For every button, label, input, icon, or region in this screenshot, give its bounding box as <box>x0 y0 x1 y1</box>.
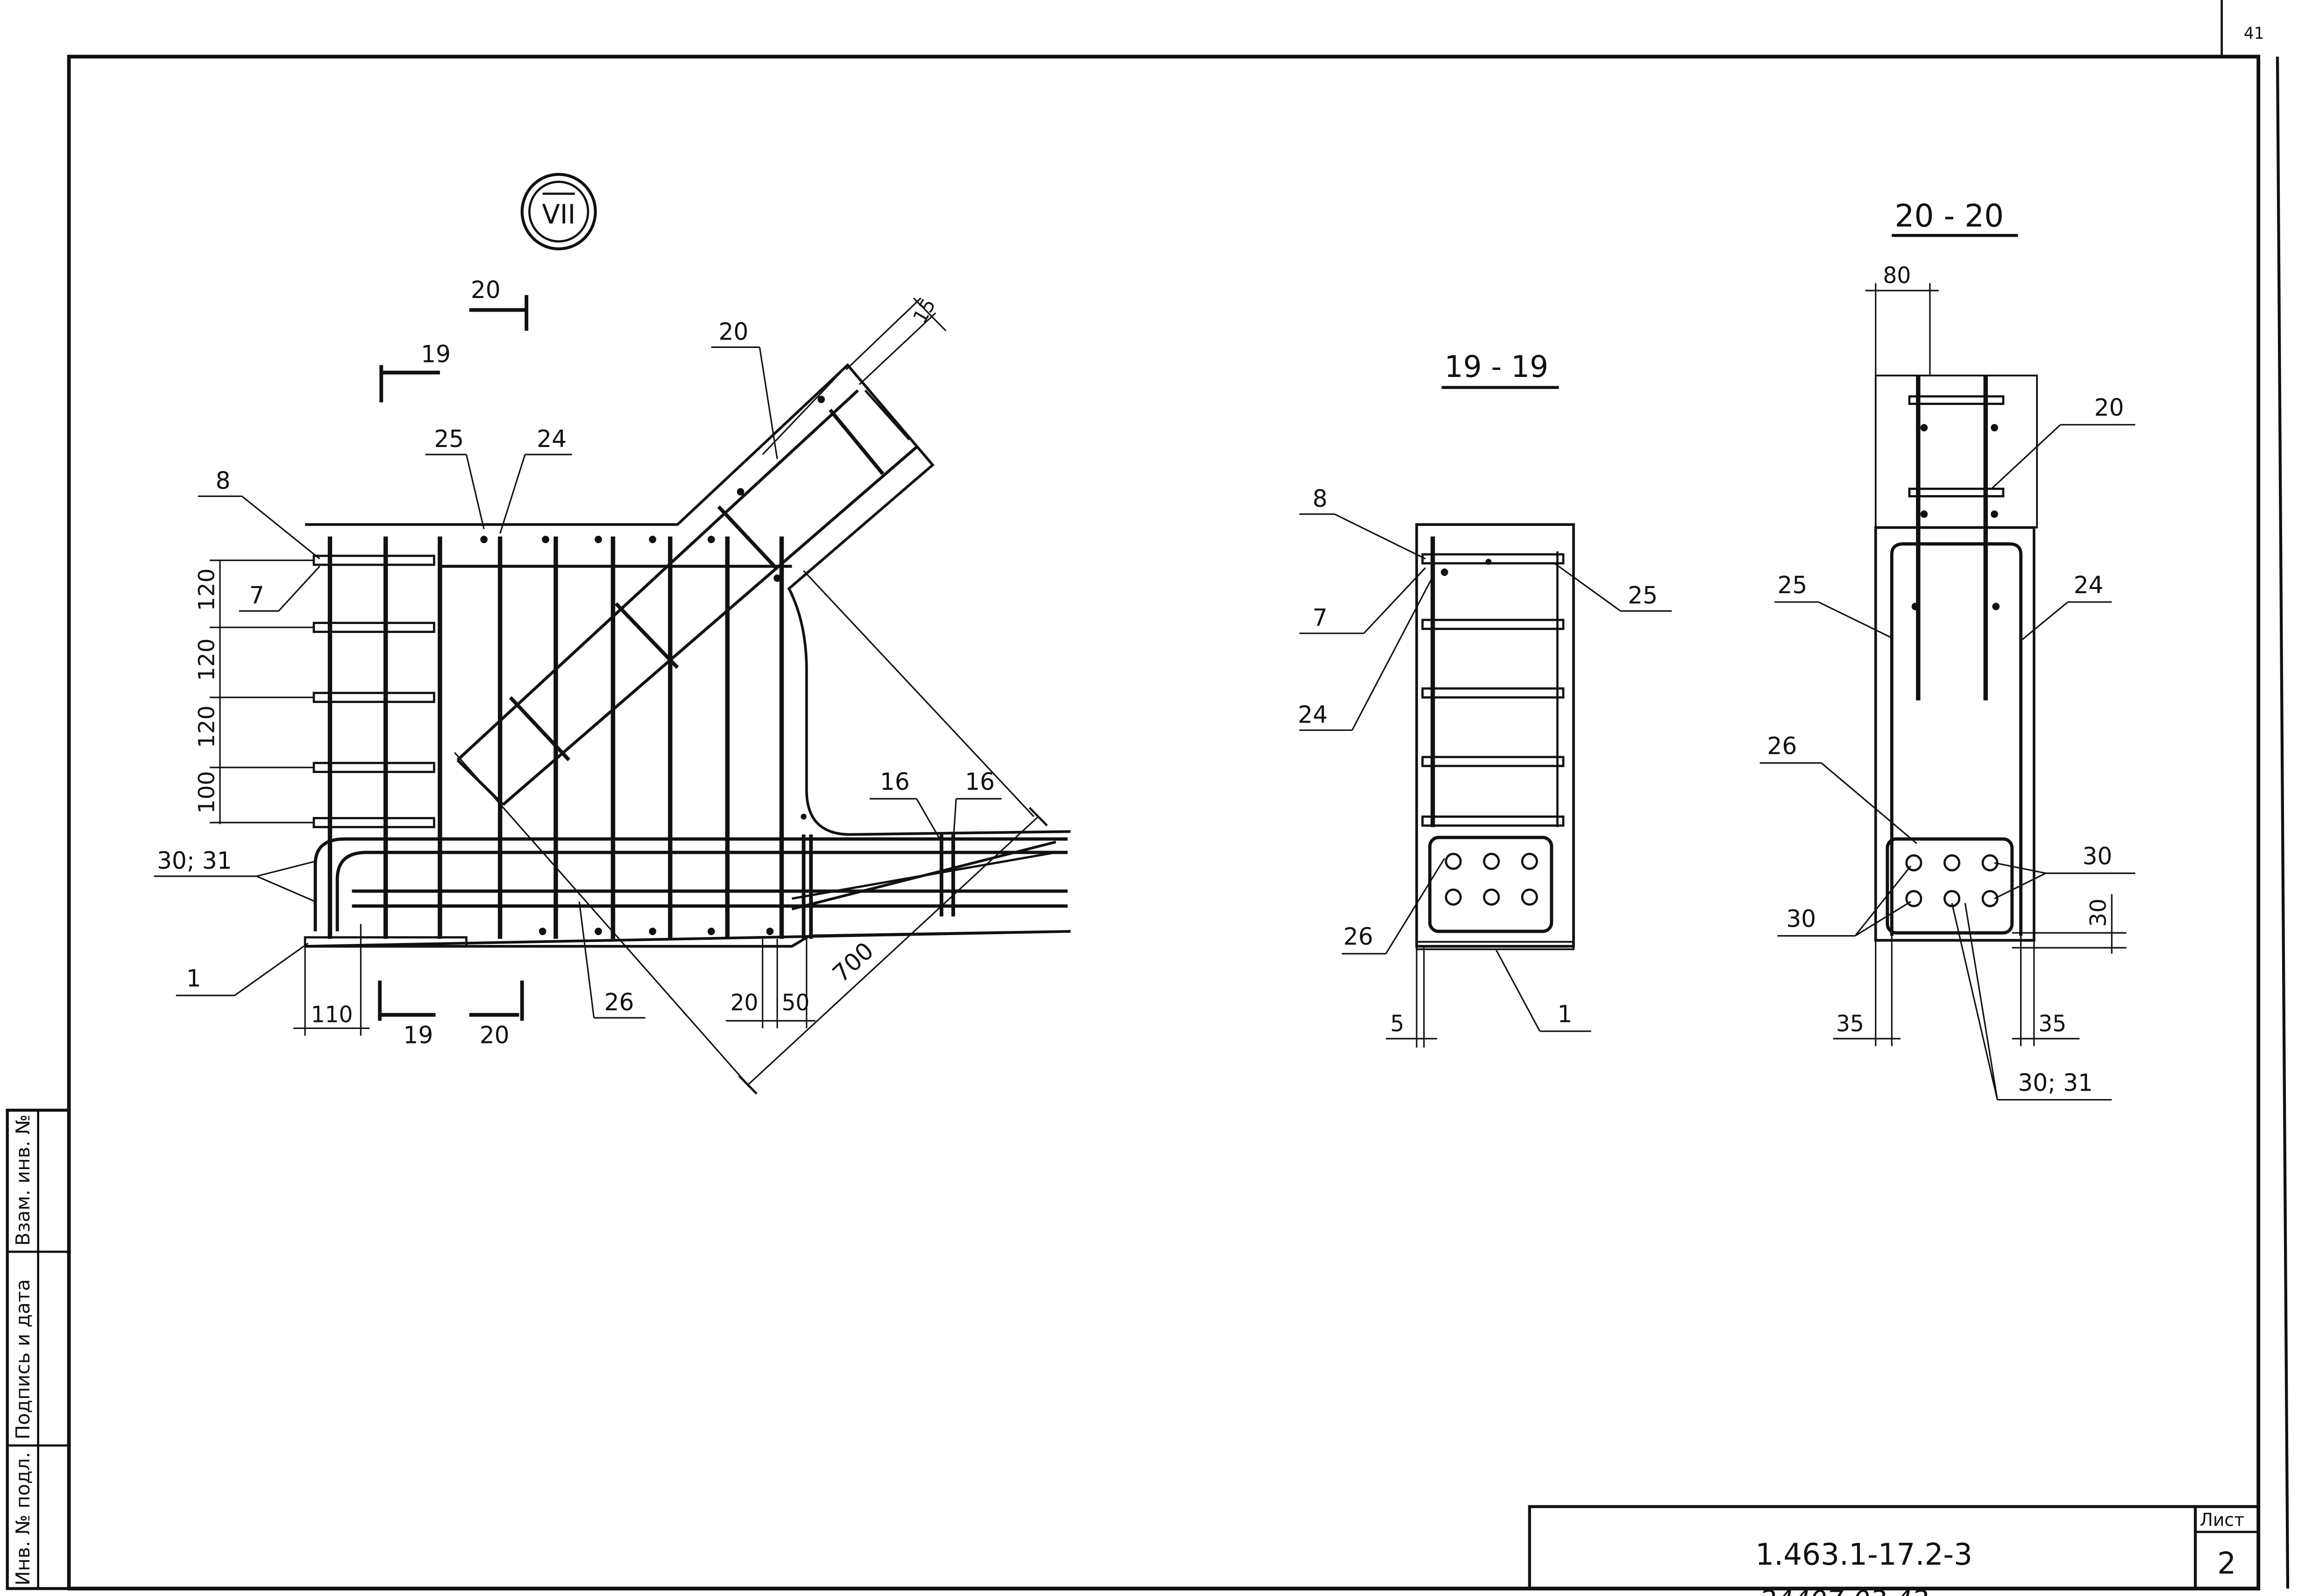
svg-text:8: 8 <box>1312 484 1327 512</box>
cut-marker-20-top: 20 <box>469 276 529 331</box>
svg-text:24: 24 <box>2074 571 2104 598</box>
svg-text:24: 24 <box>1298 701 1328 728</box>
svg-text:25: 25 <box>434 425 464 453</box>
section-20-20: 20 - 20 80 35 35 30 <box>1759 197 2135 1101</box>
svg-text:100: 100 <box>194 771 220 814</box>
vertical-stirrups <box>327 536 784 939</box>
svg-text:30; 31: 30; 31 <box>157 847 232 874</box>
corner-number: 41 <box>2244 24 2264 43</box>
svg-text:19: 19 <box>403 1021 433 1049</box>
view-marker: VII <box>520 173 597 250</box>
cut-marker-20-bottom: 20 <box>469 980 524 1049</box>
node-outline <box>305 363 1071 948</box>
svg-text:7: 7 <box>249 582 264 609</box>
svg-text:20: 20 <box>471 276 501 304</box>
svg-text:120: 120 <box>194 568 220 611</box>
sheet-code: 1.463.1-17.2-3 <box>1755 1537 1972 1572</box>
dimension-15: 15 <box>845 295 947 385</box>
svg-text:30; 31: 30; 31 <box>2018 1069 2093 1096</box>
inclined-member <box>456 389 918 806</box>
svg-text:20: 20 <box>2094 394 2124 421</box>
svg-text:35: 35 <box>1836 1011 1864 1036</box>
svg-text:1: 1 <box>1557 1000 1572 1028</box>
svg-text:19: 19 <box>421 340 451 368</box>
section-19-title: 19 - 19 <box>1445 349 1548 384</box>
section-20-outline <box>1874 526 2036 942</box>
left-dimension-chain: 120 120 120 100 <box>194 560 314 824</box>
section-19-19: 19 - 19 5 8 7 24 <box>1298 349 1672 1048</box>
svg-text:16: 16 <box>965 768 995 795</box>
stamp-signature-date: Подпись и дата <box>12 1279 34 1440</box>
svg-text:25: 25 <box>1777 571 1807 598</box>
view-marker-label: VII <box>542 199 575 230</box>
svg-text:16: 16 <box>880 768 910 795</box>
svg-text:120: 120 <box>194 705 220 748</box>
bottom-bars <box>304 834 1068 948</box>
svg-text:20: 20 <box>718 318 748 345</box>
svg-text:1: 1 <box>186 965 201 992</box>
svg-text:120: 120 <box>194 638 220 681</box>
cut-marker-19-top: 19 <box>379 340 451 403</box>
dim-700: 700 <box>827 936 879 987</box>
svg-text:30: 30 <box>2086 899 2112 927</box>
stamp-replace-inv: Взам. инв. № <box>12 1114 34 1246</box>
svg-text:26: 26 <box>604 988 634 1016</box>
svg-text:20: 20 <box>480 1021 510 1049</box>
sheet-number: 2 <box>2217 1546 2236 1581</box>
svg-text:35: 35 <box>2038 1011 2066 1036</box>
rebar-dots <box>480 396 825 936</box>
title-block: 1.463.1-17.2-3 Лист 2 24407-03 42 <box>1528 1505 2260 1596</box>
leaders-vii: 8 7 25 24 20 30; 31 1 26 <box>154 318 1002 1019</box>
svg-text:15: 15 <box>908 295 940 327</box>
svg-text:30: 30 <box>1786 905 1816 932</box>
sheet-label: Лист <box>2200 1510 2244 1530</box>
svg-text:7: 7 <box>1312 604 1327 631</box>
svg-text:110: 110 <box>311 1002 353 1028</box>
svg-text:80: 80 <box>1883 263 1911 289</box>
svg-text:8: 8 <box>216 467 231 494</box>
section-19-outline <box>1415 523 1575 948</box>
bottom-dimensions: 110 20 50 <box>293 924 816 1036</box>
section-20-title: 20 - 20 <box>1895 197 2004 234</box>
svg-text:26: 26 <box>1343 922 1373 950</box>
stamp-inv-no: Инв. № подл. <box>12 1452 34 1586</box>
svg-text:5: 5 <box>1390 1011 1404 1036</box>
svg-text:30: 30 <box>2082 842 2112 870</box>
cut-marker-19-bottom: 19 <box>378 980 436 1049</box>
svg-text:26: 26 <box>1767 732 1797 759</box>
svg-text:20: 20 <box>731 990 759 1016</box>
view-vii: VII 20 19 19 20 <box>154 173 1071 1095</box>
side-stamp: Инв. № подл. Подпись и дата Взам. инв. № <box>6 1108 71 1590</box>
svg-text:50: 50 <box>781 990 809 1016</box>
horizontal-mesh <box>312 554 792 829</box>
sheet-frame: 41 <box>67 0 2290 1591</box>
svg-text:24: 24 <box>537 425 567 453</box>
svg-text:25: 25 <box>1628 582 1658 609</box>
archive-number: 24407-03 42 <box>1760 1585 1929 1596</box>
